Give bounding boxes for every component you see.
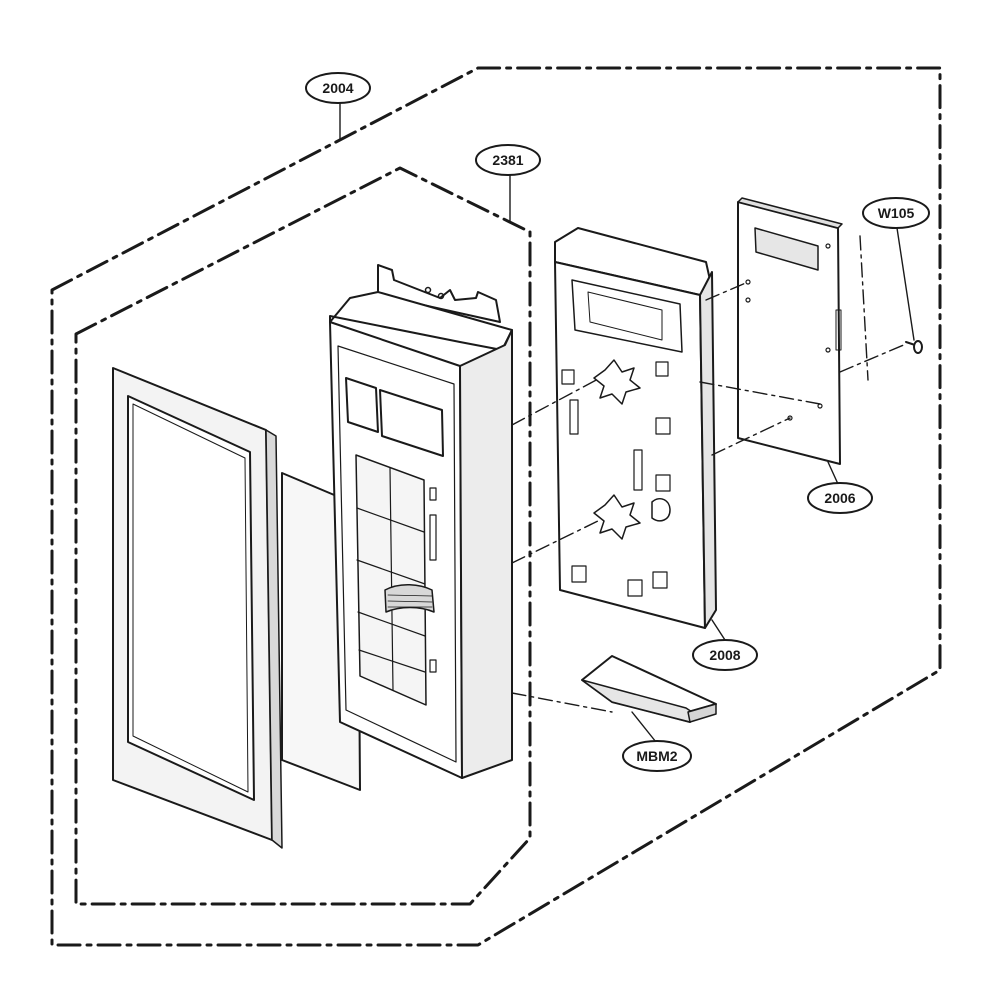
callouts: 2004 2381 W105 2006 2008 MBM2 (305, 72, 930, 772)
assembly-guide-lines (511, 235, 907, 713)
callout-2004: 2004 (305, 72, 371, 104)
screw-w105 (905, 340, 923, 354)
label-2006: 2006 (824, 490, 855, 506)
label-w105: W105 (878, 205, 915, 221)
label-2008: 2008 (709, 647, 740, 663)
assembly-2004-boundary (50, 66, 942, 947)
label-2381: 2381 (492, 152, 523, 168)
door-frame (112, 367, 283, 849)
callout-w105: W105 (862, 197, 930, 229)
callout-mbm2: MBM2 (622, 740, 692, 772)
label-2004: 2004 (322, 80, 353, 96)
panel-2381-boundary (74, 166, 532, 906)
bracket-2008 (554, 227, 717, 629)
callout-2381: 2381 (475, 144, 541, 176)
leader-lines (339, 103, 915, 743)
callout-2006: 2006 (807, 482, 873, 514)
callout-2008: 2008 (692, 639, 758, 671)
pcb-2006 (737, 197, 843, 465)
label-mbm2: MBM2 (636, 748, 677, 764)
control-panel-housing (329, 264, 513, 779)
latch-mbm2 (581, 655, 717, 723)
